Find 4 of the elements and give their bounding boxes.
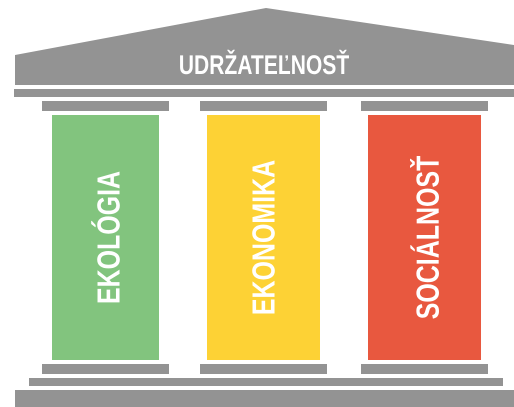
column: SOCIÁLNOSŤ — [368, 115, 481, 360]
column: EKONOMIKA — [207, 115, 320, 360]
roof: UDRŽATEĽNOSŤ — [15, 8, 514, 85]
column: EKOLÓGIA — [52, 115, 159, 360]
